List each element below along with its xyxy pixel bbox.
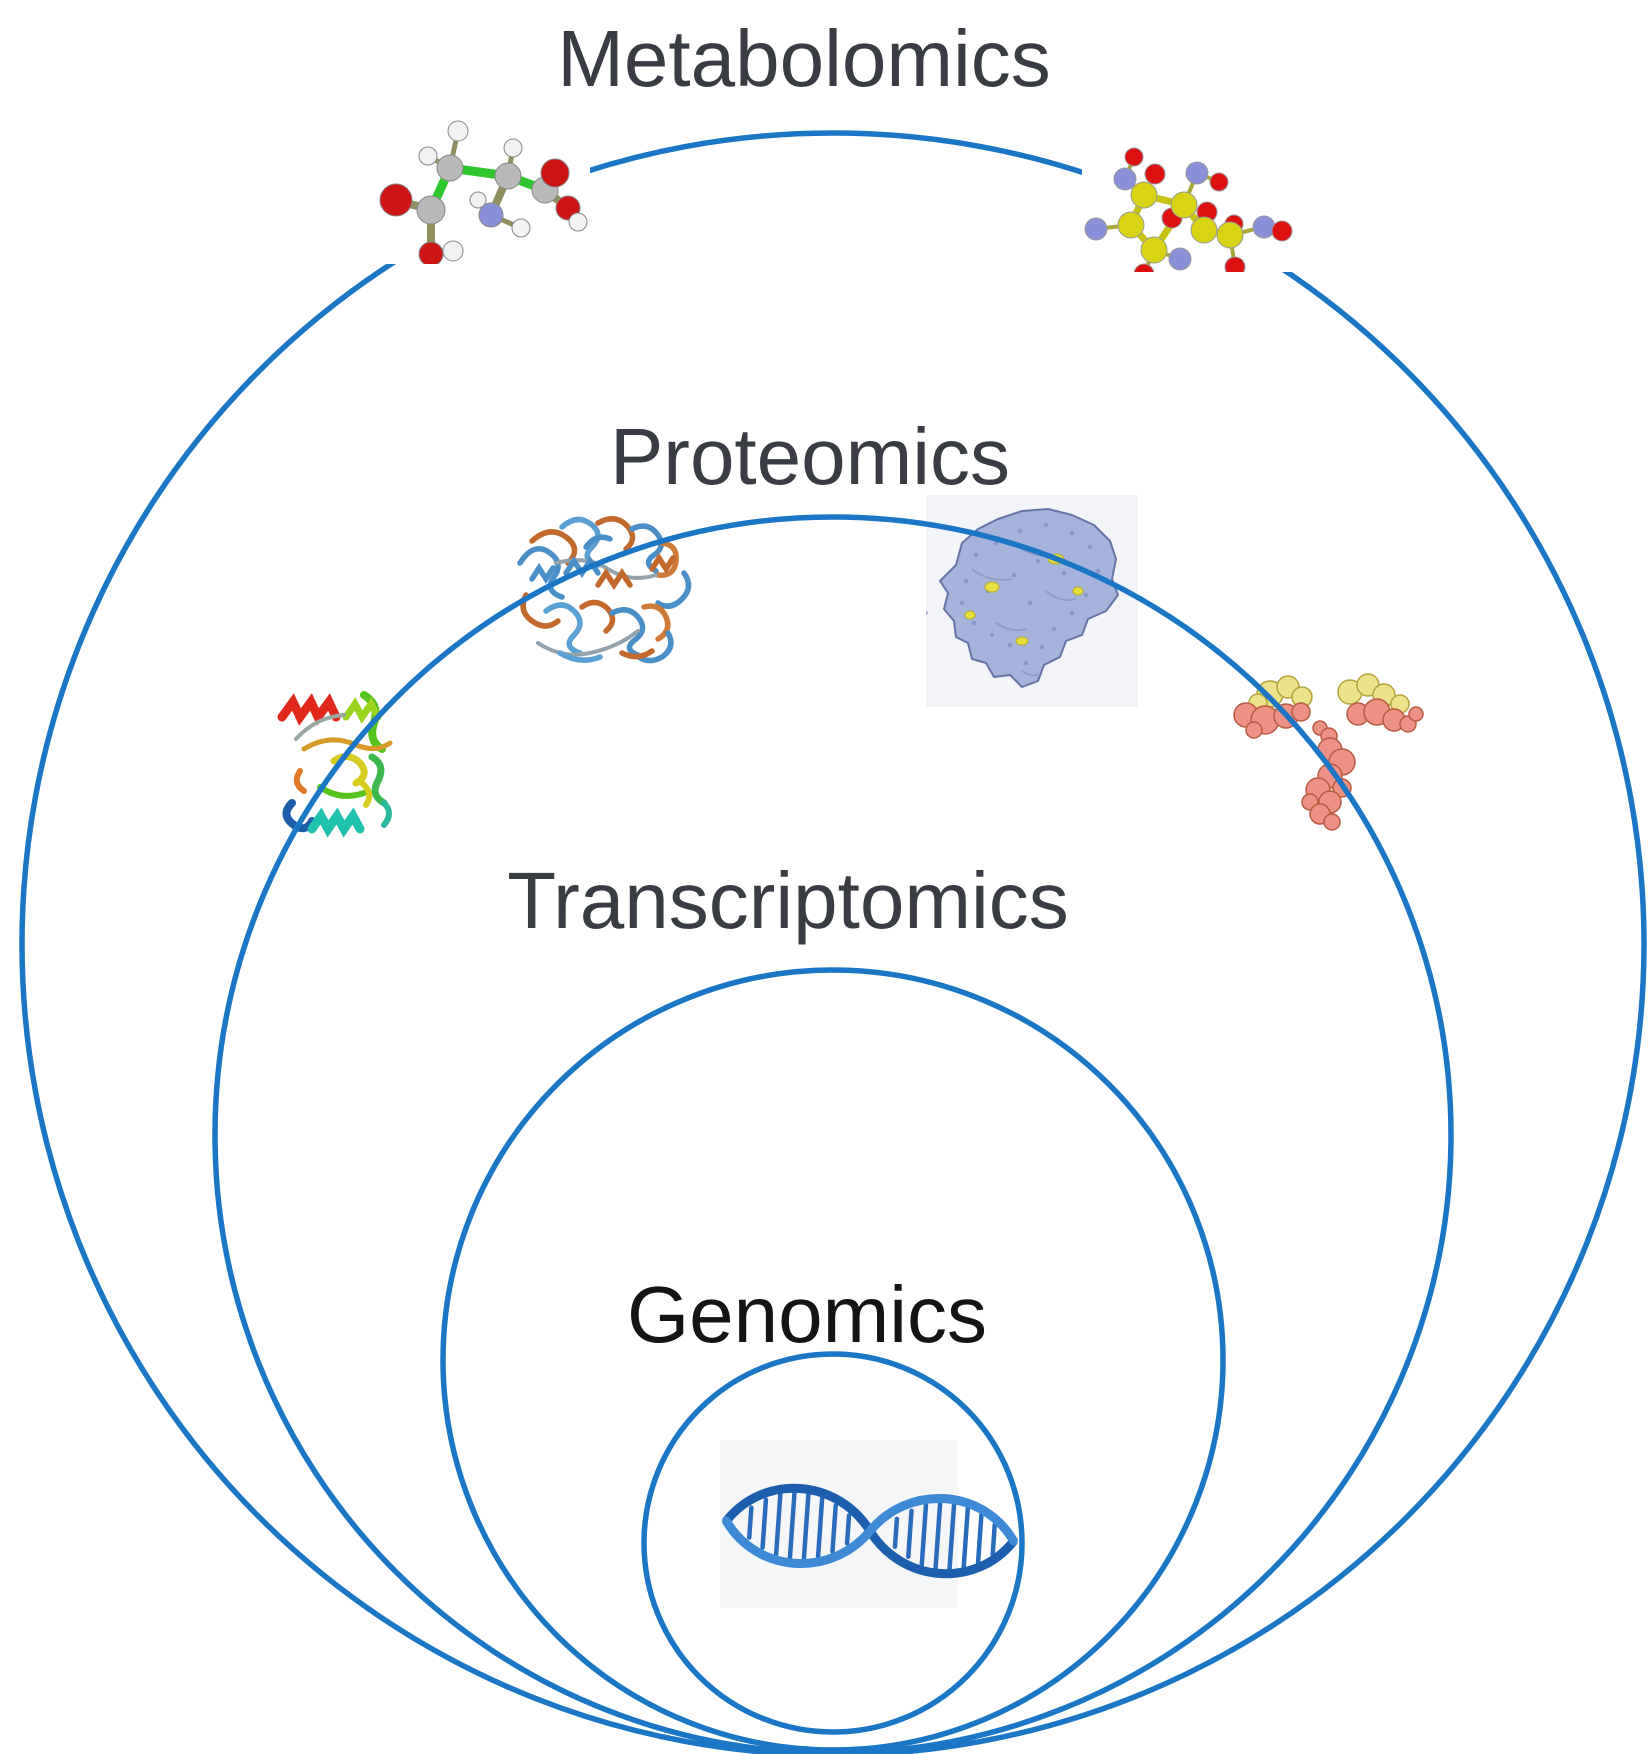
- circle-transcriptomics: [440, 967, 1226, 1753]
- surface-protein-icon: [926, 495, 1138, 707]
- metabolite-left-illustration: [328, 86, 590, 267]
- circle-proteomics: [212, 514, 1454, 1754]
- dna-helix-icon: [721, 1483, 1019, 1579]
- surface-protein-illustration: [926, 495, 1138, 710]
- metabolite-ball-stick-icon: [379, 120, 588, 267]
- dna-card-background: [720, 1440, 958, 1608]
- metabolite-right-illustration: [1082, 132, 1317, 285]
- circle-genomics: [641, 1351, 1025, 1735]
- label-transcriptomics: Transcriptomics: [507, 856, 1069, 945]
- label-metabolomics: Metabolomics: [557, 14, 1051, 103]
- circle-metabolomics: [19, 130, 1647, 1754]
- ribbon-protein-pair-illustration: [502, 503, 712, 683]
- label-proteomics: Proteomics: [609, 412, 1011, 501]
- dna-helix-illustration: [719, 1466, 1022, 1596]
- metabolite-ring-icon: [1084, 147, 1293, 285]
- ribbon-protein-pair-icon: [517, 516, 692, 664]
- antibody-illustration: [1230, 670, 1430, 840]
- label-genomics: Genomics: [626, 1270, 988, 1359]
- antibody-icon: [1233, 673, 1424, 831]
